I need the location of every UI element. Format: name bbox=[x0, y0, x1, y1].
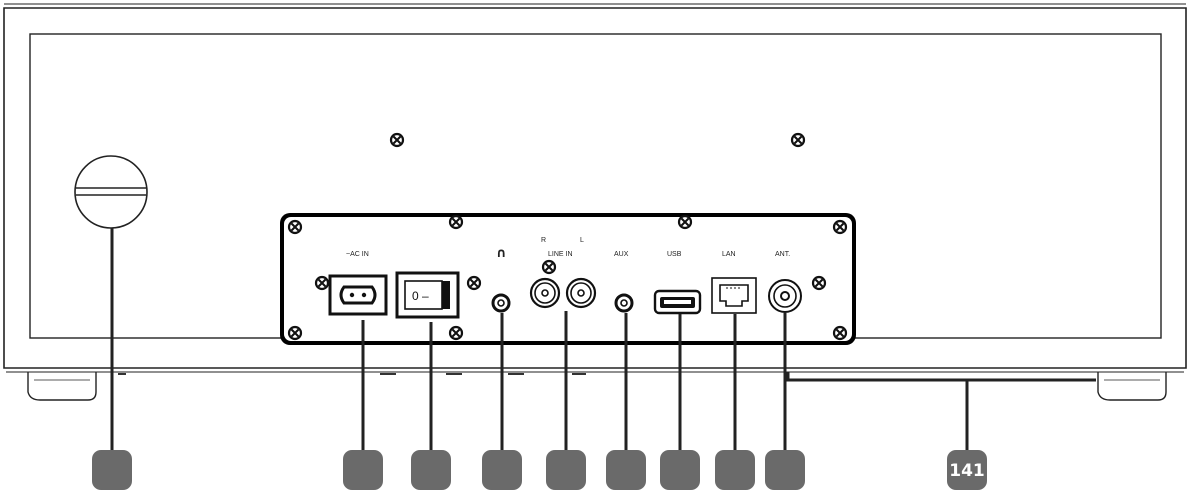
power-switch-text: 0 – bbox=[412, 289, 429, 303]
callout-box bbox=[765, 450, 805, 490]
headphone-jack bbox=[491, 293, 511, 313]
callout-ac-in bbox=[343, 450, 383, 490]
label-line-in: LINE IN bbox=[548, 251, 573, 258]
callout-lan bbox=[715, 450, 755, 490]
callout-rear-edge: 141 bbox=[947, 450, 987, 490]
callout-box bbox=[947, 450, 987, 490]
screw-panel-2 bbox=[448, 214, 464, 230]
screw-panel-10 bbox=[448, 325, 464, 341]
callout-cable-clip bbox=[92, 450, 132, 490]
screw-panel-9 bbox=[287, 325, 303, 341]
callout-label: 141 bbox=[949, 461, 985, 481]
headphones-icon: ∩ bbox=[496, 246, 507, 261]
usb-port bbox=[653, 289, 702, 315]
label-line-in-l: L bbox=[580, 237, 584, 244]
callout-aux bbox=[606, 450, 646, 490]
antenna-socket bbox=[768, 279, 802, 313]
callout-leaders bbox=[110, 228, 969, 450]
label-usb: USB bbox=[667, 251, 682, 258]
label-antenna: ANT. bbox=[775, 251, 790, 258]
cable-clip bbox=[74, 155, 148, 229]
ac-in-socket bbox=[328, 274, 388, 316]
callout-headphones bbox=[482, 450, 522, 490]
screw-panel-6 bbox=[466, 275, 482, 291]
aux-jack bbox=[614, 293, 634, 313]
label-line-in-r: R bbox=[541, 237, 546, 244]
screw-top-1 bbox=[389, 132, 405, 148]
callout-power-switch bbox=[411, 450, 451, 490]
callout-box bbox=[92, 450, 132, 490]
callout-box bbox=[606, 450, 646, 490]
screw-panel-4 bbox=[832, 219, 848, 235]
screw-top-2 bbox=[790, 132, 806, 148]
right-foot bbox=[1097, 372, 1167, 401]
power-switch: 0 – bbox=[395, 271, 460, 319]
callout-box bbox=[411, 450, 451, 490]
screw-panel-8 bbox=[811, 275, 827, 291]
label-lan: LAN bbox=[722, 251, 736, 258]
callout-box bbox=[660, 450, 700, 490]
rear-strip bbox=[786, 372, 1096, 382]
cabinet-outline bbox=[3, 7, 1187, 369]
callout-usb bbox=[660, 450, 700, 490]
screw-panel-7 bbox=[541, 259, 557, 275]
callout-box bbox=[482, 450, 522, 490]
callout-box bbox=[546, 450, 586, 490]
screw-panel-5 bbox=[314, 275, 330, 291]
label-ac-in: ~AC IN bbox=[346, 251, 369, 258]
callout-box bbox=[715, 450, 755, 490]
callout-antenna bbox=[765, 450, 805, 490]
callout-box bbox=[343, 450, 383, 490]
callout-line-in bbox=[546, 450, 586, 490]
lan-port bbox=[711, 277, 757, 314]
line-in-l-jack bbox=[565, 277, 597, 309]
left-foot bbox=[27, 372, 97, 401]
screw-panel-1 bbox=[287, 219, 303, 235]
screw-panel-11 bbox=[832, 325, 848, 341]
label-aux: AUX bbox=[614, 251, 629, 258]
screw-panel-3 bbox=[677, 214, 693, 230]
line-in-r-jack bbox=[529, 277, 561, 309]
callout-markers: 141 bbox=[92, 450, 987, 490]
